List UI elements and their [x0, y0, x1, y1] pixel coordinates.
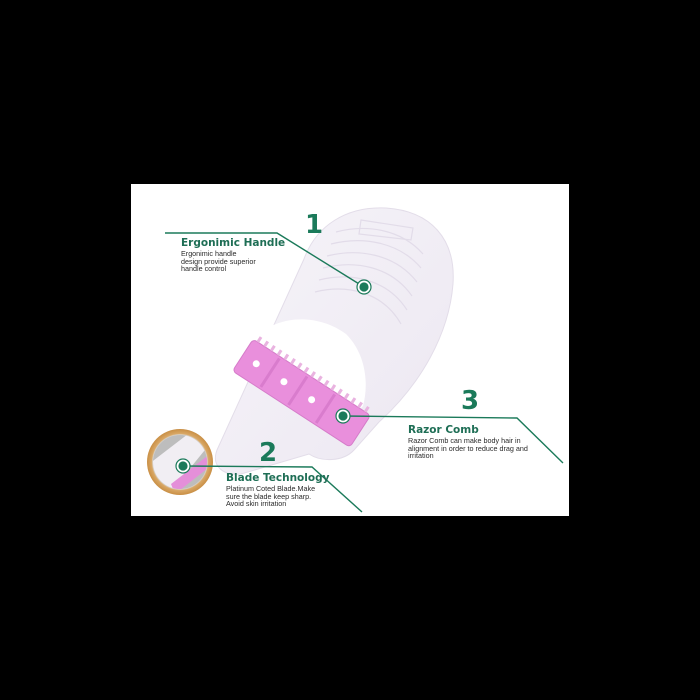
callout-title-razor-comb: Razor Comb — [408, 424, 479, 436]
callout-description-razor-comb: Razor Comb can make body hair in alignme… — [408, 436, 528, 461]
callout-dot-1 — [356, 279, 372, 295]
callout-number-2: 2 — [259, 438, 278, 468]
infographic-panel: 1 Ergonimic Handle Ergonimic handle desi… — [131, 184, 569, 516]
razor-illustration — [147, 207, 564, 513]
callout-lines — [165, 232, 564, 513]
callout-description-blade-technology: Platinum Coted Blade.Make sure the blade… — [226, 484, 316, 509]
callout-number-3: 3 — [461, 386, 480, 416]
callout-title-ergonomic-handle: Ergonimic Handle — [181, 237, 286, 249]
callout-dot-2 — [175, 458, 191, 474]
callout-title-blade-technology: Blade Technology — [226, 472, 330, 484]
callout-description-ergonomic-handle: Ergonimic handle design provide superior… — [181, 249, 256, 274]
callout-number-1: 1 — [305, 210, 324, 240]
callout-dot-3 — [335, 408, 351, 424]
razor-comb — [233, 336, 370, 447]
